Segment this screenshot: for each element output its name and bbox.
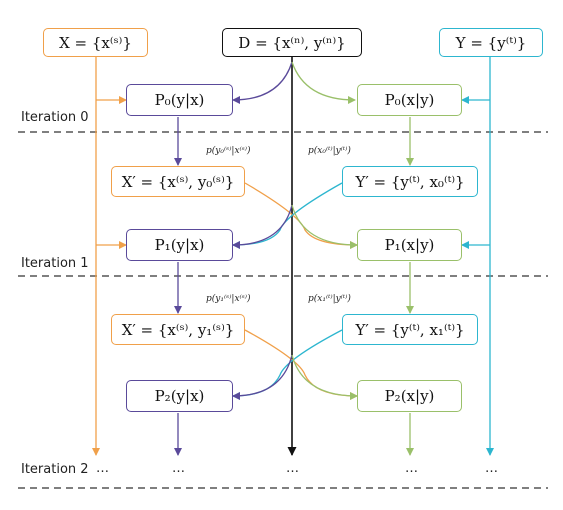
xp1-to-p2-xy-curve [244, 329, 358, 400]
iteration-label: Iteration 2 [21, 462, 89, 477]
d-to-p0-xy-curve [291, 61, 356, 104]
parallel-data-box: D = {x⁽ⁿ⁾, y⁽ⁿ⁾} [222, 28, 362, 57]
yprime1-box: Y′ = {y⁽ᵗ⁾, x₁⁽ᵗ⁾} [342, 314, 478, 345]
yp1-to-p2-yx-curve [232, 329, 343, 400]
p1-xy-model: P₁(x|y) [357, 229, 462, 261]
continuation-dots: … [405, 461, 418, 476]
source-x-box: X = {x⁽ˢ⁾} [43, 28, 148, 57]
prob-label-x0-given-y: p(x₀⁽ᵗ⁾|y⁽ᵗ⁾) [308, 146, 351, 156]
xprime1-box: X′ = {x⁽ˢ⁾, y₁⁽ˢ⁾} [111, 314, 245, 345]
source-y-box: Y = {y⁽ᵗ⁾} [439, 28, 543, 57]
continuation-dots: … [172, 461, 185, 476]
d-to-p0-yx-curve [232, 61, 293, 104]
d-to-p1-yx-curve [232, 204, 293, 249]
yprime0-box: Y′ = {y⁽ᵗ⁾, x₀⁽ᵗ⁾} [342, 166, 478, 197]
prob-label-x1-given-y: p(x₁⁽ᵗ⁾|y⁽ᵗ⁾) [308, 294, 351, 304]
iteration-label: Iteration 0 [21, 110, 89, 125]
continuation-dots: … [96, 461, 109, 476]
xprime0-box: X′ = {x⁽ˢ⁾, y₀⁽ˢ⁾} [111, 166, 245, 197]
p1-yx-model: P₁(y|x) [126, 229, 233, 261]
prob-label-y1-given-x: p(y₁⁽ˢ⁾|x⁽ˢ⁾) [206, 294, 251, 304]
p0-xy-model: P₀(x|y) [357, 84, 462, 116]
iteration-label: Iteration 1 [21, 256, 89, 271]
continuation-dots: … [286, 461, 299, 476]
prob-label-y0-given-x: p(y₀⁽ˢ⁾|x⁽ˢ⁾) [206, 146, 251, 156]
p0-yx-model: P₀(y|x) [126, 84, 233, 116]
d-to-p2-xy-curve [291, 354, 358, 400]
p2-yx-model: P₂(y|x) [126, 380, 233, 412]
xp0-to-p1-xy-curve [244, 182, 358, 249]
d-to-p1-xy-curve [291, 204, 358, 249]
yp0-to-p1-yx-curve [232, 182, 343, 249]
d-to-p2-yx-curve [232, 354, 293, 400]
continuation-dots: … [485, 461, 498, 476]
p2-xy-model: P₂(x|y) [357, 380, 462, 412]
